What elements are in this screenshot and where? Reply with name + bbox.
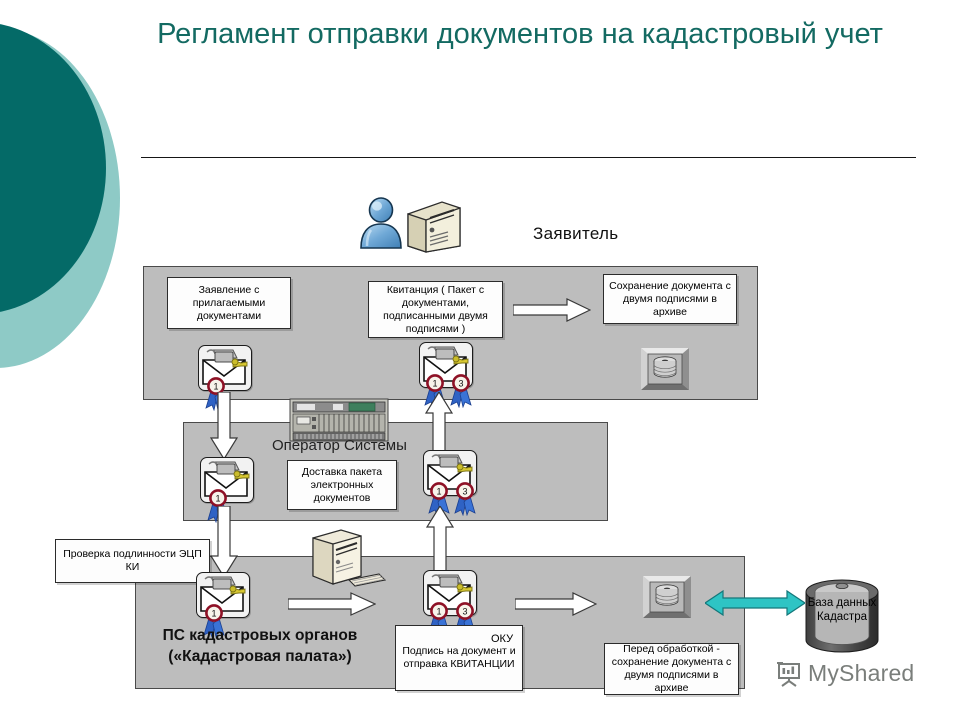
- user-icon: [360, 197, 402, 249]
- seal-three: 3: [449, 374, 472, 409]
- arrow-applicant-to-operator: [210, 392, 238, 460]
- seal-number: 1: [432, 379, 437, 389]
- lane-applicant-label: Заявитель: [533, 224, 619, 243]
- seal-one: 1: [202, 604, 225, 639]
- database-cylinder-icon: [805, 579, 879, 653]
- cd-archive-icon: [641, 348, 689, 390]
- arrow-check-to-sign: [288, 592, 376, 616]
- note-receipt: Квитанция ( Пакет с документами, подписа…: [368, 281, 503, 338]
- seal-one: 1: [423, 374, 446, 409]
- ribbon-icon: 3: [454, 482, 476, 517]
- ribbon-icon: 1: [203, 604, 225, 639]
- note-archive-cadastre: Перед обработкой - сохранение документа …: [604, 643, 739, 695]
- arrow-operator-to-cadastre: [210, 506, 238, 578]
- arrow-cadastre-database: [705, 589, 805, 617]
- envelope-icon: [204, 461, 250, 497]
- oku-label: ОКУ: [491, 633, 514, 645]
- ribbon-icon: 1: [428, 482, 450, 517]
- signed-envelope-cadastre-in: 1: [196, 572, 250, 639]
- desktop-pc-icon: [312, 529, 387, 587]
- note-signing: Подпись на документ и отправка КВИТАНЦИИ: [395, 625, 523, 691]
- note-ecp-check: Проверка подлинности ЭЦП КИ: [55, 539, 210, 583]
- seal-number: 1: [436, 487, 441, 497]
- seal-number: 1: [211, 609, 216, 619]
- watermark-text: MyShared: [808, 660, 915, 686]
- database-label: База данных Кадастра: [807, 597, 877, 623]
- signed-envelope-operator-in: 1: [200, 457, 254, 524]
- watermark: MyShared: [776, 660, 914, 687]
- signed-envelope-operator-out: 1 3: [423, 450, 477, 517]
- seal-one: 1: [204, 377, 227, 412]
- seal-three: 3: [453, 602, 476, 637]
- seal-one: 1: [427, 482, 450, 517]
- seal-number: 3: [458, 379, 463, 389]
- server-tower-icon: [407, 201, 461, 253]
- note-application: Заявление с прилагаемыми документами: [167, 277, 291, 329]
- server-rack-icon: [289, 398, 389, 442]
- signed-envelope-applicant-out: 1: [198, 345, 252, 412]
- seal-three: 3: [453, 482, 476, 517]
- seal-number: 1: [436, 607, 441, 617]
- seal-number: 3: [462, 487, 467, 497]
- arrow-cadastre-to-operator: [426, 506, 454, 578]
- lane-operator-label: Оператор Системы: [272, 437, 407, 454]
- seal-number: 3: [462, 607, 467, 617]
- arrow-receipt-to-archive: [513, 298, 591, 322]
- seal-number: 1: [213, 382, 218, 392]
- lane-cadastre-label: ПС кадастровых органов («Кадастровая пал…: [162, 627, 358, 665]
- page-title: Регламент отправки документов на кадастр…: [157, 18, 883, 50]
- signed-envelope-cadastre-out: 1 3: [423, 570, 477, 637]
- title-divider: [141, 157, 916, 158]
- note-delivery: Доставка пакета электронных документов: [287, 460, 397, 510]
- cd-archive-icon: [643, 576, 691, 618]
- ribbon-icon: 3: [450, 374, 472, 409]
- seal-number: 1: [215, 494, 220, 504]
- envelope-frame: [200, 457, 254, 503]
- seal-one: 1: [206, 489, 229, 524]
- signed-envelope-applicant-in: 1 3: [419, 342, 473, 409]
- arrow-sign-to-archive: [515, 592, 597, 616]
- myshared-easel-icon: [777, 661, 800, 687]
- note-archive-applicant: Сохранение документа с двумя подписями в…: [603, 274, 737, 324]
- seal-one: 1: [427, 602, 450, 637]
